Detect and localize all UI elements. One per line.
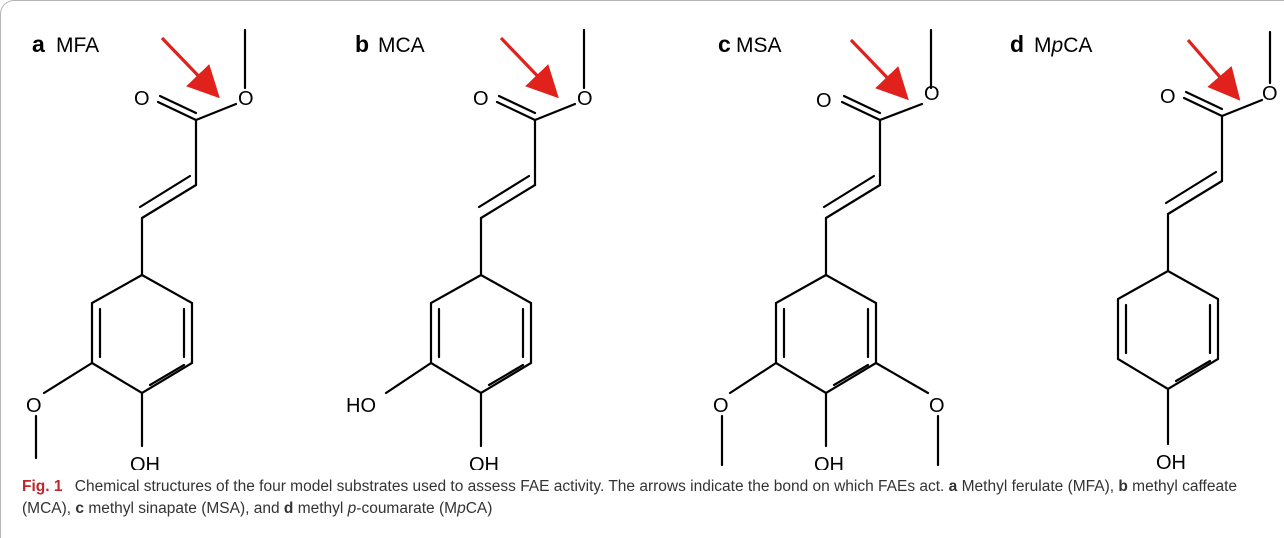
caption-letter-a: a <box>948 478 958 495</box>
caption-letter-d: d <box>283 500 294 517</box>
methoxy-oxygen-right: O <box>929 395 945 417</box>
hydroxyl: OH <box>1156 452 1186 470</box>
methoxy-oxygen-left: O <box>713 395 729 417</box>
panel-letter: b <box>355 31 369 57</box>
carbonyl-oxygen: O <box>1160 86 1176 108</box>
cleavage-arrow <box>160 36 220 99</box>
mca-structure <box>384 28 586 448</box>
caption-item-a: Methyl ferulate (MFA), <box>961 478 1115 495</box>
panel-letter: d <box>1010 31 1024 57</box>
caption-letter-b: b <box>1118 478 1128 495</box>
cleavage-arrow <box>1186 38 1241 101</box>
methoxy-oxygen: O <box>26 395 42 417</box>
carbonyl-oxygen: O <box>134 88 150 110</box>
panel-letter: a <box>32 31 45 57</box>
caption-sentence: Chemical structures of the four model su… <box>74 478 945 495</box>
figure-caption: Fig. 1 Chemical structures of the four m… <box>22 476 1272 520</box>
panel-name: MCA <box>378 34 425 57</box>
carbonyl-oxygen: O <box>473 88 489 110</box>
panel-d: d MpCA O O OH <box>1010 30 1278 470</box>
caption-item-b: methyl caffeate (MCA), <box>22 478 1238 517</box>
hydroxyl-meta: HO <box>346 395 376 417</box>
ester-oxygen: O <box>238 88 254 110</box>
msa-structure <box>720 28 940 467</box>
caption-item-c: methyl sinapate (MSA), and <box>88 500 280 517</box>
panel-a: a MFA O O O OH <box>26 28 254 470</box>
figure-label: Fig. 1 <box>22 478 63 495</box>
panel-letter: c <box>718 31 731 57</box>
ester-oxygen: O <box>924 83 940 105</box>
cleavage-arrow <box>499 36 559 99</box>
panel-c: c MSA O O O O OH <box>713 28 945 470</box>
ester-oxygen: O <box>577 88 593 110</box>
hydroxyl: OH <box>130 454 160 470</box>
panel-name: MFA <box>56 34 99 57</box>
caption-letter-c: c <box>75 500 85 517</box>
carbonyl-oxygen: O <box>816 90 832 112</box>
hydroxyl-para: OH <box>469 454 499 470</box>
ester-oxygen: O <box>1262 83 1278 105</box>
panel-b: b MCA O O HO OH <box>346 28 593 470</box>
caption-item-d: methyl p-coumarate (MpCA) <box>297 500 493 517</box>
mpca-structure <box>1116 30 1272 446</box>
mfa-structure <box>34 28 247 460</box>
panel-name: MpCA <box>1034 34 1092 57</box>
cleavage-arrow <box>849 38 909 101</box>
chemical-structures: a MFA O O O OH b MCA <box>26 28 1278 470</box>
panel-name: MSA <box>736 34 782 57</box>
hydroxyl: OH <box>814 454 844 470</box>
